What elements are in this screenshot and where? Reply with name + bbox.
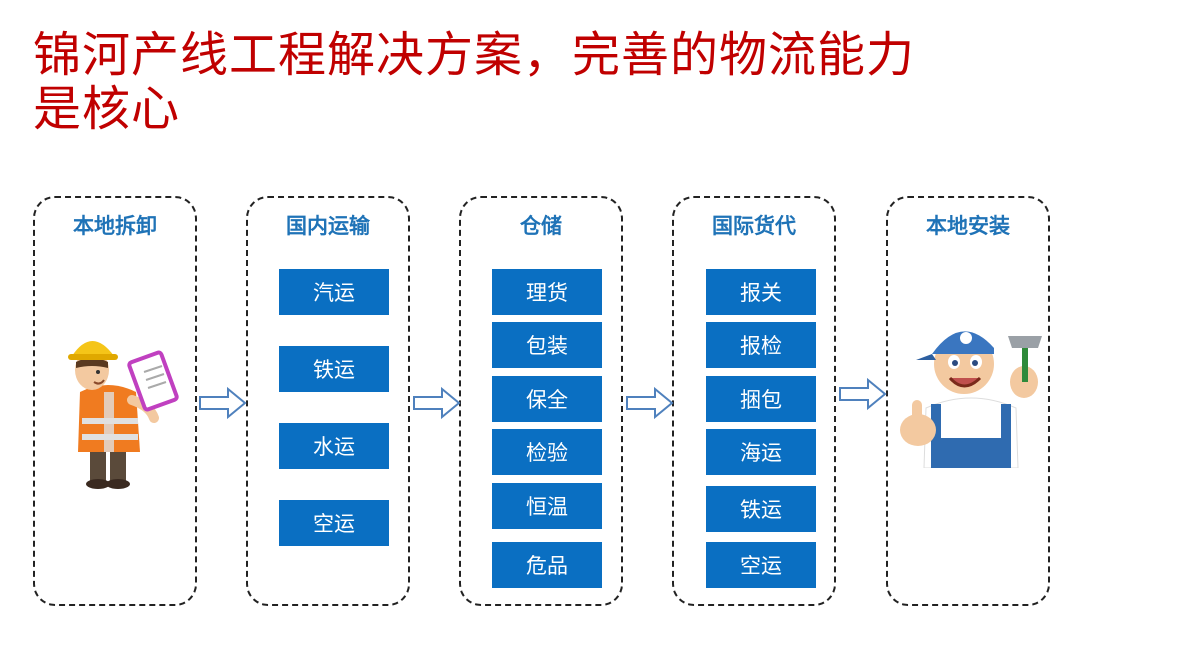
stage-label: 本地安装 — [926, 214, 1010, 238]
item-box: 海运 — [706, 429, 816, 475]
arrow-right-icon — [839, 377, 887, 411]
item-box: 汽运 — [279, 269, 389, 315]
stage-label: 仓储 — [520, 214, 562, 238]
item-box: 空运 — [279, 500, 389, 546]
item-box: 铁运 — [279, 346, 389, 392]
item-box: 水运 — [279, 423, 389, 469]
stage-warehousing: 仓储 理货 包装 保全 检验 恒温 危品 — [459, 196, 623, 606]
stage-domestic-transport: 国内运输 汽运 铁运 水运 空运 — [246, 196, 410, 606]
arrow-right-icon — [413, 386, 461, 420]
item-box: 保全 — [492, 376, 602, 422]
item-box: 恒温 — [492, 483, 602, 529]
stage-international-forwarding: 国际货代 报关 报检 捆包 海运 铁运 空运 — [672, 196, 836, 606]
arrow-right-icon — [199, 386, 247, 420]
arrow-right-icon — [626, 386, 674, 420]
item-box: 报检 — [706, 322, 816, 368]
item-box: 包装 — [492, 322, 602, 368]
item-box: 理货 — [492, 269, 602, 315]
repairman-with-hammer-icon — [900, 331, 1042, 468]
item-box: 检验 — [492, 429, 602, 475]
item-box: 报关 — [706, 269, 816, 315]
stage-local-installation: 本地安装 — [886, 196, 1050, 606]
item-box: 空运 — [706, 542, 816, 588]
item-box: 铁运 — [706, 486, 816, 532]
page-title: 锦河产线工程解决方案，完善的物流能力是核心 — [33, 27, 916, 137]
stage-local-dismantle: 本地拆卸 — [33, 196, 197, 606]
stage-label: 本地拆卸 — [73, 214, 157, 238]
worker-with-clipboard-icon — [68, 341, 179, 489]
item-box: 危品 — [492, 542, 602, 588]
stage-label: 国内运输 — [286, 214, 370, 238]
stage-label: 国际货代 — [712, 214, 796, 238]
item-box: 捆包 — [706, 376, 816, 422]
